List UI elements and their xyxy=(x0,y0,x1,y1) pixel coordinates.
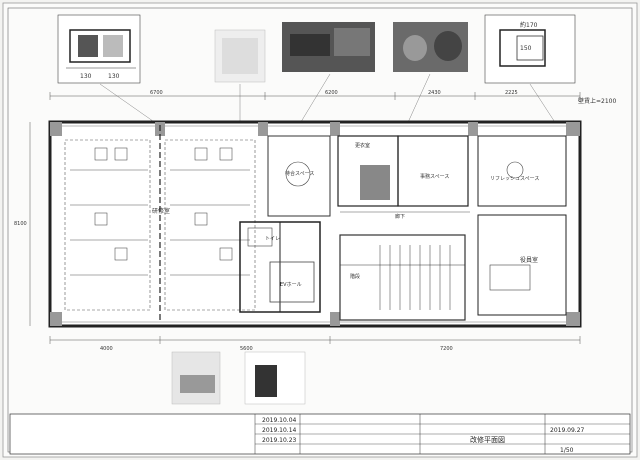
sample-photo-vanity xyxy=(171,351,221,405)
room-ev-hall: EVホール xyxy=(280,282,302,288)
title-block: 2019.10.04 2019.10.14 2019.10.23 2019.09… xyxy=(9,413,631,455)
revision-date-1: 2019.10.04 xyxy=(262,417,297,424)
dim-detail-right-b: 150 xyxy=(520,45,532,52)
dim-bottom-right: 7200 xyxy=(440,346,453,352)
dim-bottom-mid: 5600 xyxy=(240,346,253,352)
dim-detail-right-a: 約170 xyxy=(520,21,538,29)
floor-plan: 研修室 待合スペース トイレ EVホール 更衣室 事務スペース 廊下 xyxy=(48,120,582,328)
dim-left-side: 8100 xyxy=(14,221,27,227)
room-west: 研修室 xyxy=(152,207,170,215)
furniture-photo-sofa xyxy=(282,22,375,72)
dim-bottom-left: 4000 xyxy=(100,346,113,352)
bottom-dimension-line: 4000 5600 7200 xyxy=(49,336,581,352)
top-dimension-line: 6700 6200 2430 2225 xyxy=(49,90,581,100)
room-toilet: トイレ xyxy=(265,236,280,242)
drawing-date: 2019.09.27 xyxy=(550,427,585,434)
sample-photo-left xyxy=(214,29,266,83)
dim-detail-left-b: 130 xyxy=(108,73,120,80)
revision-date-2: 2019.10.14 xyxy=(262,427,297,434)
drawing-scale: 1/50 xyxy=(560,447,574,454)
room-staff: 更衣室 xyxy=(355,142,370,149)
room-office: 事務スペース xyxy=(420,173,449,180)
furniture-photo-stools xyxy=(393,22,468,72)
detail-sketch-left: 130 130 xyxy=(57,14,141,84)
drawing-name: 改修平面図 xyxy=(470,435,505,444)
dim-detail-left-a: 130 xyxy=(80,73,92,80)
dim-top-right-a: 2430 xyxy=(428,90,441,96)
ceiling-note: 壁賃上=2100 xyxy=(578,97,616,105)
room-stair: 階段 xyxy=(350,273,360,280)
room-waiting: 待合スペース xyxy=(285,170,314,177)
room-corridor: 廊下 xyxy=(395,213,405,220)
revision-date-3: 2019.10.23 xyxy=(262,437,297,444)
stairwell xyxy=(339,234,466,321)
detail-sketch-right: 約170 150 xyxy=(484,14,576,84)
sample-photo-cabinet xyxy=(244,351,306,405)
dim-top-mid: 6200 xyxy=(325,90,338,96)
dim-top-left: 6700 xyxy=(150,90,163,96)
dim-top-right-b: 2225 xyxy=(505,90,518,96)
room-lounge: リフレッシュスペース xyxy=(490,176,539,182)
room-meeting: 役員室 xyxy=(520,256,538,264)
